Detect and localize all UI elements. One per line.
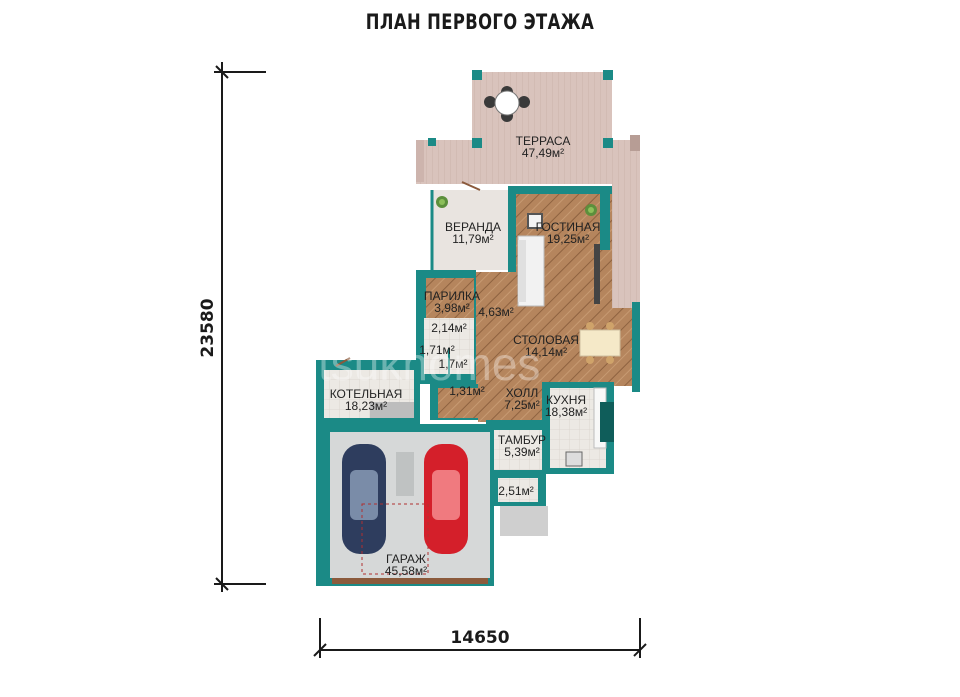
room-3-area: 3,98м²: [434, 301, 470, 315]
shower-floor: [424, 318, 474, 348]
stove-icon: [565, 451, 583, 467]
room-4-area: 4,63м²: [478, 305, 514, 319]
room-6-area: 1,71м²: [419, 343, 455, 357]
terrace: [416, 70, 640, 310]
room-15-area: 45,58м²: [385, 564, 427, 578]
car-red-icon: [424, 444, 468, 554]
wc-floor-2: [450, 348, 474, 374]
entrance-floor: [498, 478, 538, 502]
plan-title: ПЛАН ПЕРВОГО ЭТАЖА: [365, 10, 595, 34]
vestibule-floor: [494, 430, 542, 470]
room-14-area: 2,51м²: [498, 484, 534, 498]
sauna-floor: [426, 278, 474, 318]
height-dimension-label: 23580: [198, 298, 218, 357]
room-8-name: СТОЛОВАЯ: [513, 333, 579, 347]
room-2-area: 19,25м²: [547, 232, 589, 246]
corridor-floor: [476, 272, 516, 384]
tv-unit-icon: [594, 244, 600, 304]
room-11-area: 18,38м²: [545, 405, 587, 419]
plant-icon: [585, 204, 597, 216]
room-1-area: 11,79м²: [452, 232, 493, 246]
watermark: tsukhomes: [318, 338, 540, 390]
garage-pit: [396, 452, 414, 496]
room-1-name: ВЕРАНДА: [445, 220, 501, 234]
room-15-name: ГАРАЖ: [386, 552, 426, 566]
room-5-area: 2,14м²: [431, 321, 467, 335]
room-3-name: ПАРИЛКА: [424, 289, 480, 303]
room-8-area: 14,14м²: [525, 345, 567, 359]
room-0-name: ТЕРРАСА: [516, 134, 571, 148]
room-2-name: ГОСТИНАЯ: [536, 220, 601, 234]
width-dimension-label: 14650: [450, 628, 509, 648]
room-12-area: 18,23м²: [345, 399, 387, 413]
room-13-area: 5,39м²: [504, 445, 540, 459]
room-11-name: КУХНЯ: [546, 393, 586, 407]
height-dimension: 23580: [198, 62, 266, 592]
stairs: [438, 388, 478, 418]
room-10-name: ХОЛЛ: [506, 386, 539, 400]
room-13-name: ТАМБУР: [498, 433, 546, 447]
wc-floor-1: [424, 348, 448, 374]
sofa-icon: [517, 235, 545, 307]
hall-floor: [478, 384, 544, 422]
room-0-area: 47,49м²: [522, 146, 564, 160]
terrace-table-icon: [484, 86, 530, 122]
car-blue-icon: [342, 444, 386, 554]
room-10-area: 7,25м²: [504, 398, 540, 412]
width-dimension: 14650: [313, 618, 647, 658]
room-9-area: 1,31м²: [449, 384, 485, 398]
dining-table-icon: [579, 322, 621, 364]
plant-icon: [436, 196, 448, 208]
fireplace-icon: [527, 213, 543, 229]
room-7-area: 1,7м²: [439, 357, 468, 371]
room-12-name: КОТЕЛЬНАЯ: [330, 387, 403, 401]
